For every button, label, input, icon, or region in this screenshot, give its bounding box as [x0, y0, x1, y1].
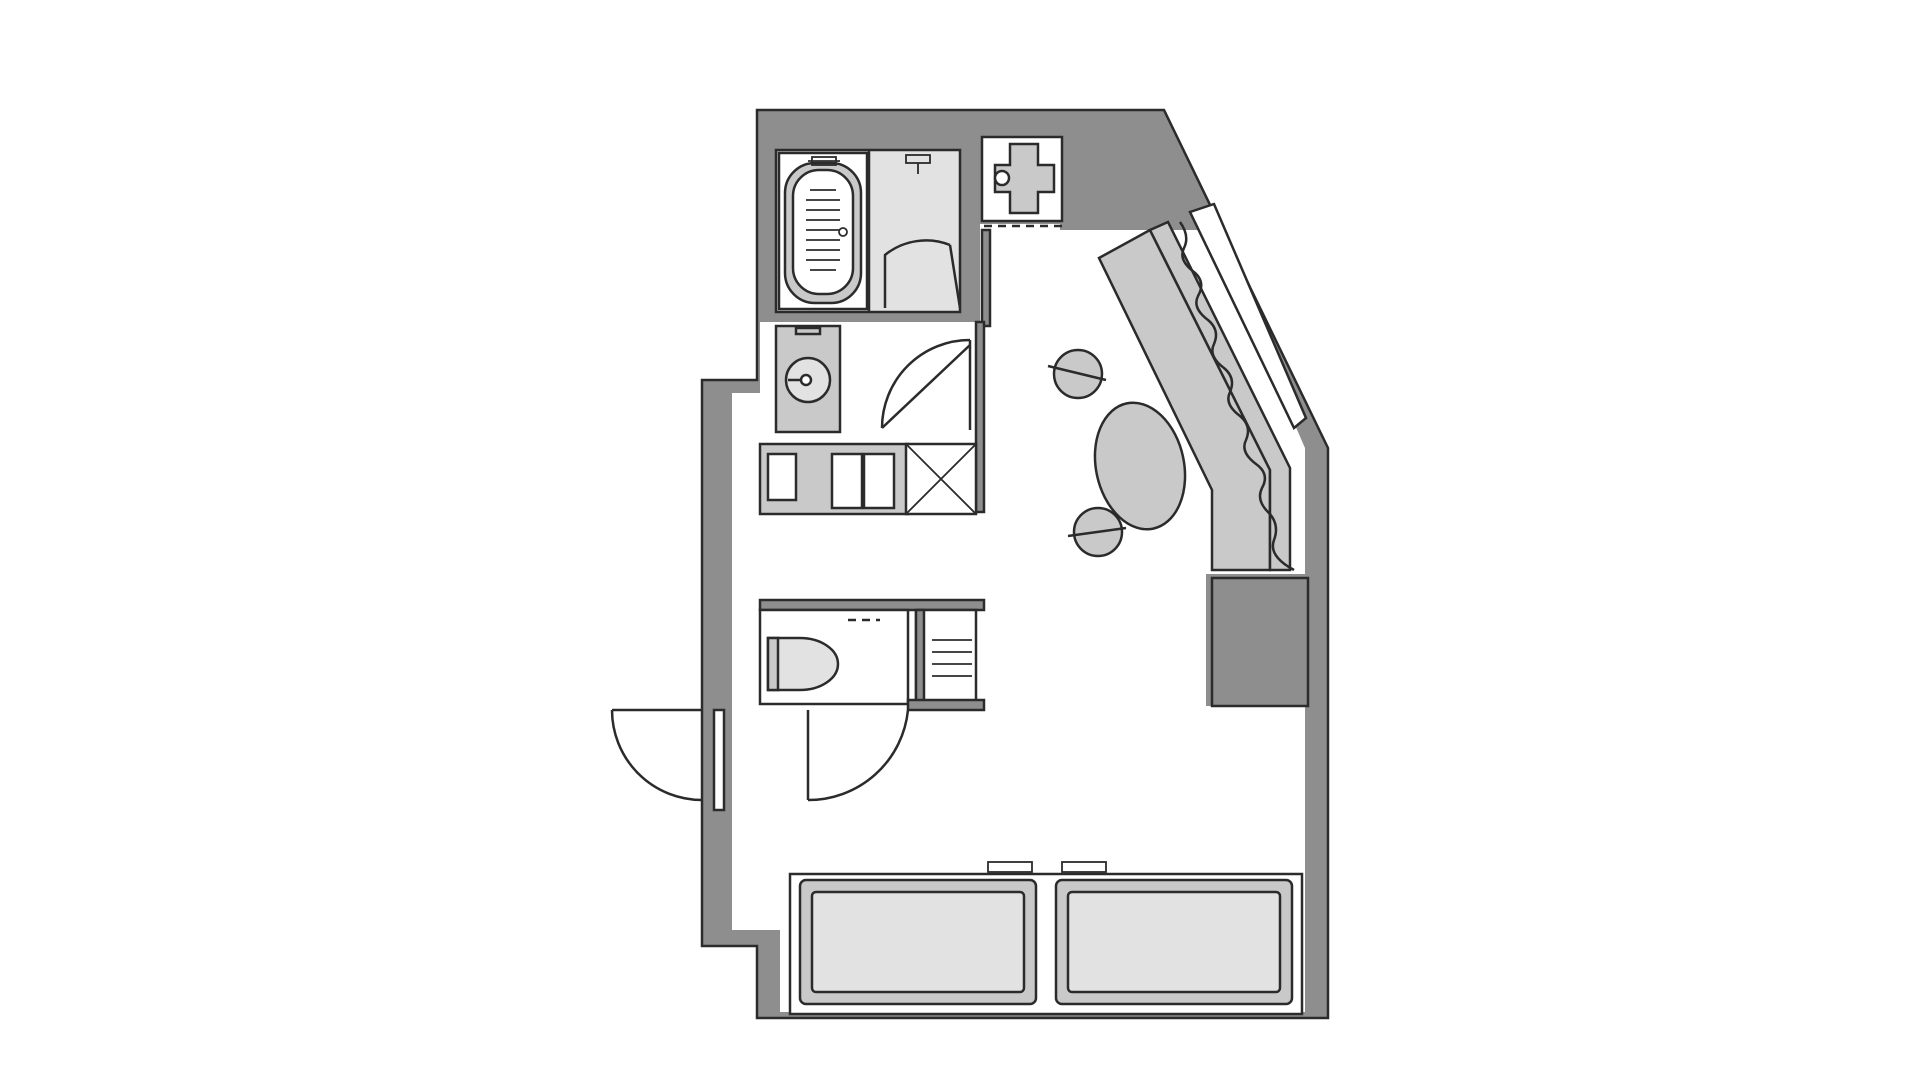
washing-machine-pan [993, 142, 1056, 215]
toilet-room-wall [758, 598, 986, 612]
kitchenette-appliance [766, 452, 798, 502]
washbasin-mirror [794, 326, 822, 336]
shower-head-icon [905, 154, 931, 174]
bathroom-door-swing [883, 239, 951, 308]
entrance-floor [732, 700, 806, 930]
toilet-door-swing [807, 709, 910, 802]
structural-column [1210, 576, 1310, 708]
washroom-door-swing [880, 338, 971, 429]
entrance-door-frame [712, 708, 726, 812]
closet-wall-lower [906, 698, 986, 712]
bathroom-door [948, 244, 962, 309]
dining-table [1093, 401, 1187, 531]
bathroom [774, 148, 962, 314]
washroom-door [881, 344, 971, 429]
bathtub-basin [791, 168, 855, 296]
kitchenette-burner [862, 452, 896, 510]
twin-bed [798, 878, 1038, 1006]
kitchenette-sink [830, 452, 864, 510]
bathtub-drain-icon [838, 227, 848, 237]
shoe-rack-shelves [932, 639, 972, 677]
drain-icon [993, 169, 1011, 187]
entrance-door-swing [610, 709, 703, 802]
closet-cross-b [905, 443, 977, 515]
corridor-wall-upper [974, 320, 986, 514]
chair [1067, 506, 1127, 558]
bathtub-faucet-icon [808, 156, 840, 166]
bath-wall [980, 228, 992, 328]
chair [1047, 348, 1107, 400]
twin-bed [1054, 878, 1294, 1006]
curtain [1178, 221, 1295, 572]
bathtub-mat [806, 189, 840, 271]
washbasin-drain-icon [799, 373, 813, 387]
toilet [766, 636, 840, 692]
window [1188, 202, 1308, 430]
shoe-rack-wall [914, 608, 926, 706]
toilet-tank [766, 636, 780, 692]
bedside-lamp [987, 861, 1107, 873]
